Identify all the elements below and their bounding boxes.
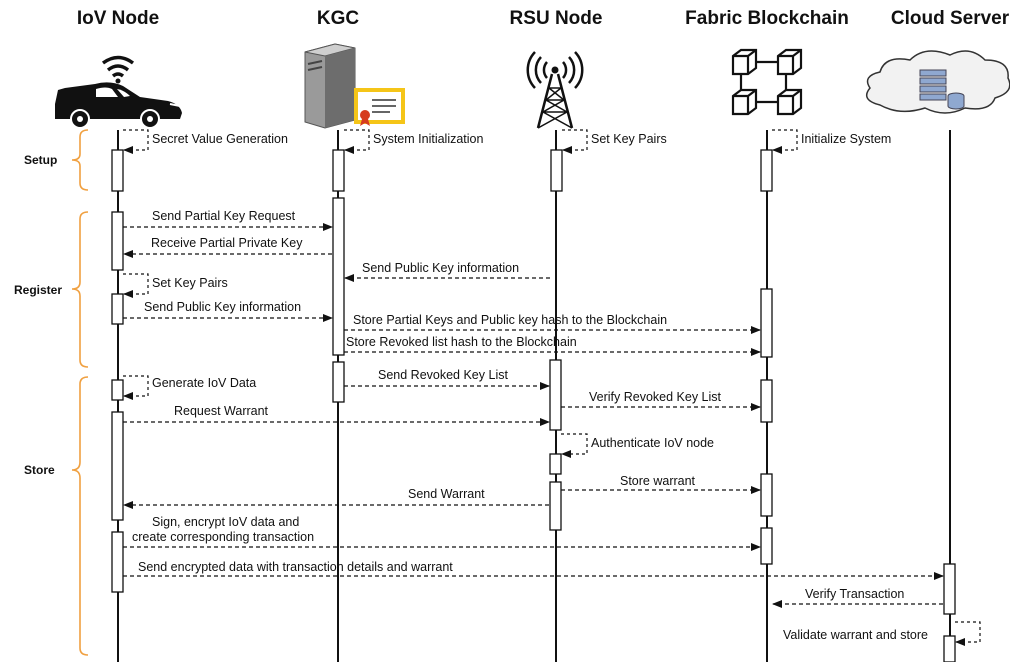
radio-tower-icon <box>526 51 584 129</box>
activation-box <box>111 531 124 593</box>
msg-generate-iov-data: Generate IoV Data <box>152 376 256 390</box>
actor-title-kgc: KGC <box>316 8 360 29</box>
actor-title-fabric-blockchain: Fabric Blockchain <box>685 8 849 29</box>
self-loops <box>123 129 981 646</box>
activation-box <box>111 211 124 271</box>
self-loop <box>562 129 588 154</box>
phase-label-register: Register <box>14 283 62 297</box>
activation-box <box>760 473 773 517</box>
msg-validate-warrant-and-store: Validate warrant and store <box>783 628 928 642</box>
msg-sign-encrypt-line2: create corresponding transaction <box>132 530 314 544</box>
store-bracket <box>71 376 89 656</box>
msg-send-revoked-key-list: Send Revoked Key List <box>378 368 508 382</box>
activations <box>111 149 956 662</box>
register-bracket <box>71 211 89 368</box>
msg-store-warrant: Store warrant <box>620 474 696 488</box>
self-loop <box>123 273 149 298</box>
activation-box <box>111 293 124 325</box>
activation-box <box>760 149 773 192</box>
phase-label-store: Store <box>24 463 55 477</box>
msg-set-key-pairs-rsu: Set Key Pairs <box>591 132 667 146</box>
activation-box <box>549 481 562 531</box>
msg-set-key-pairs-iov: Set Key Pairs <box>152 276 228 290</box>
cloud-database-icon <box>865 50 1010 114</box>
activation-box <box>760 379 773 423</box>
msg-verify-transaction: Verify Transaction <box>805 587 904 601</box>
message-arrows <box>123 223 944 608</box>
msg-send-partial-key-request: Send Partial Key Request <box>152 209 296 223</box>
activation-box <box>760 288 773 358</box>
msg-send-public-key-information-rsu: Send Public Key information <box>362 261 519 275</box>
activation-box <box>332 361 345 403</box>
msg-initialize-system: Initialize System <box>801 132 891 146</box>
activation-box <box>943 563 956 615</box>
msg-system-initialization: System Initialization <box>373 132 484 146</box>
activation-box <box>111 379 124 401</box>
activation-box <box>332 197 345 356</box>
msg-store-partial-keys: Store Partial Keys and Public key hash t… <box>353 313 667 327</box>
activation-box <box>549 359 562 431</box>
msg-send-warrant: Send Warrant <box>408 487 485 501</box>
msg-secret-value-generation: Secret Value Generation <box>152 132 288 146</box>
blockchain-cubes-icon <box>731 48 803 116</box>
activation-box <box>943 635 956 662</box>
msg-sign-encrypt-line1: Sign, encrypt IoV data and <box>152 515 299 529</box>
phase-brackets <box>71 129 89 656</box>
msg-send-public-key-information-iov: Send Public Key information <box>144 300 301 314</box>
msg-store-revoked-list: Store Revoked list hash to the Blockchai… <box>346 335 577 349</box>
phase-label-setup: Setup <box>24 153 57 167</box>
msg-receive-partial-private-key: Receive Partial Private Key <box>151 236 303 250</box>
self-loop <box>955 621 981 646</box>
activation-box <box>549 453 562 475</box>
activation-box <box>111 149 124 192</box>
server-certificate-icon <box>304 43 405 129</box>
setup-bracket <box>71 129 89 191</box>
msg-send-encrypted-data: Send encrypted data with transaction det… <box>138 560 453 574</box>
self-loop <box>123 129 149 154</box>
car-wifi-icon <box>55 55 182 129</box>
actor-title-iov-node: IoV Node <box>76 8 160 29</box>
msg-request-warrant: Request Warrant <box>174 404 269 418</box>
actor-title-cloud-server: Cloud Server <box>890 8 1010 29</box>
self-loop <box>772 129 798 154</box>
activation-box <box>760 527 773 565</box>
msg-verify-revoked-key-list: Verify Revoked Key List <box>589 390 722 404</box>
activation-box <box>111 411 124 521</box>
self-loop <box>344 129 370 154</box>
activation-box <box>550 149 563 192</box>
self-loop <box>123 375 149 400</box>
msg-authenticate-iov-node: Authenticate IoV node <box>591 436 714 450</box>
self-loop <box>561 433 588 458</box>
actor-title-rsu-node: RSU Node <box>509 8 603 29</box>
activation-box <box>332 149 345 192</box>
